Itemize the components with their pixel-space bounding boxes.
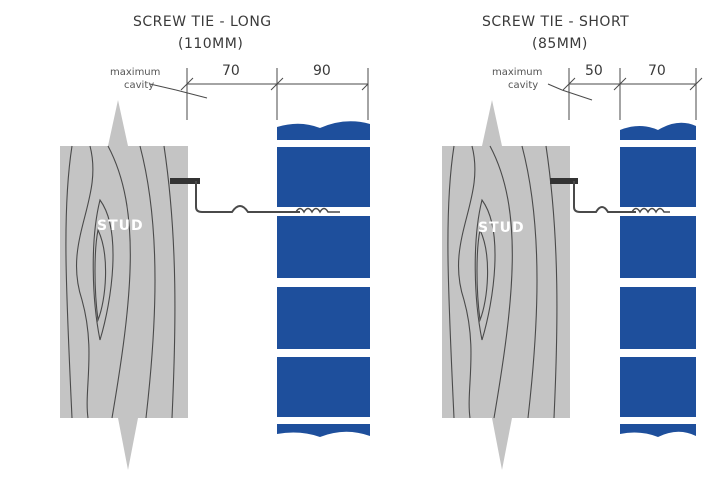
diagram-title: SCREW TIE - LONG: [133, 14, 272, 30]
screw-tie: [550, 178, 670, 214]
diagram-long: SCREW TIE - LONG (110MM) maximum cavity …: [60, 14, 370, 470]
max-cavity-label: maximum: [110, 67, 161, 78]
short-illustration: [442, 68, 703, 470]
cavity-dimension: 70: [222, 63, 240, 79]
diagram-title: SCREW TIE - SHORT: [482, 14, 630, 30]
max-cavity-label-2: cavity: [124, 80, 155, 91]
stud-label: STUD: [478, 220, 525, 236]
dimension-lines: [149, 68, 369, 120]
brick-dimension: 90: [313, 63, 331, 79]
long-illustration: [60, 68, 370, 470]
brick-dimension: 70: [648, 63, 666, 79]
brick-wall: [277, 121, 370, 437]
screw-tie: [170, 178, 340, 214]
stud-label: STUD: [97, 218, 144, 234]
diagram-subtitle: (85MM): [532, 36, 588, 52]
stud: [60, 100, 188, 470]
stud: [442, 100, 570, 470]
dimension-lines: [547, 68, 703, 120]
diagram-subtitle: (110MM): [178, 36, 244, 52]
brick-wall: [620, 122, 696, 437]
max-cavity-label-2: cavity: [508, 80, 539, 91]
diagram-short: SCREW TIE - SHORT (85MM) maximum cavity …: [370, 0, 719, 486]
cavity-dimension: 50: [585, 63, 603, 79]
max-cavity-label: maximum: [492, 67, 543, 78]
